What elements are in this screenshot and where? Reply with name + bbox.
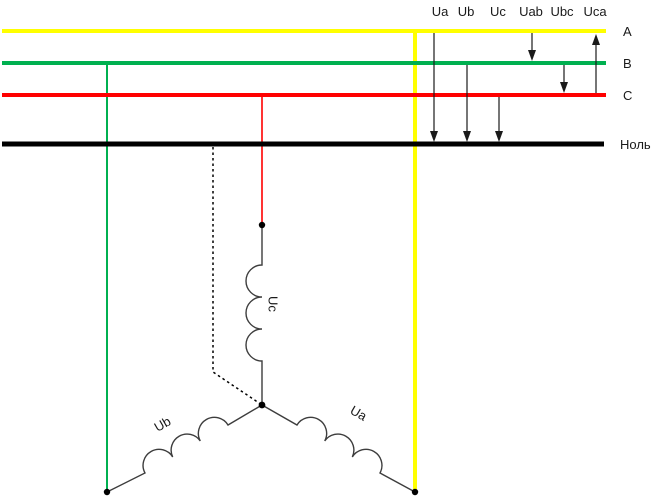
voltage-arrowhead-uc [495,131,503,142]
voltage-arrowhead-ub [463,131,471,142]
neutral-dashed-wire [212,147,263,406]
voltage-label-uab: Uab [519,4,543,19]
coil-label-uc: Uc [266,296,281,312]
junction-dot-coil-ua-end [411,488,419,496]
junction-dot-coil-ub-end [103,488,111,496]
phase-c-bus-label: C [623,88,632,103]
voltage-arrowhead-uca [592,34,600,45]
voltage-label-ubc: Ubc [550,4,574,19]
coil-ua [261,404,416,493]
voltage-arrowhead-uab [528,50,536,61]
coil-label-ub: Ub [152,413,174,434]
voltage-arrowhead-ubc [560,82,568,93]
coil-uc [245,225,263,405]
voltage-label-ua: Ua [432,4,449,19]
coil-label-ua: Ua [348,402,371,424]
phase-a-bus-label: A [623,24,632,39]
neutral-bus-label: Ноль [620,137,651,152]
voltage-label-uc: Uc [490,4,506,19]
voltage-arrowhead-ua [430,131,438,142]
junction-dot-coil-uc-top [258,221,266,229]
voltage-label-ub: Ub [458,4,475,19]
junction-dot-star-point [258,401,266,409]
phase-b-bus-label: B [623,56,632,71]
voltage-label-uca: Uca [583,4,607,19]
coil-ub [106,404,263,493]
